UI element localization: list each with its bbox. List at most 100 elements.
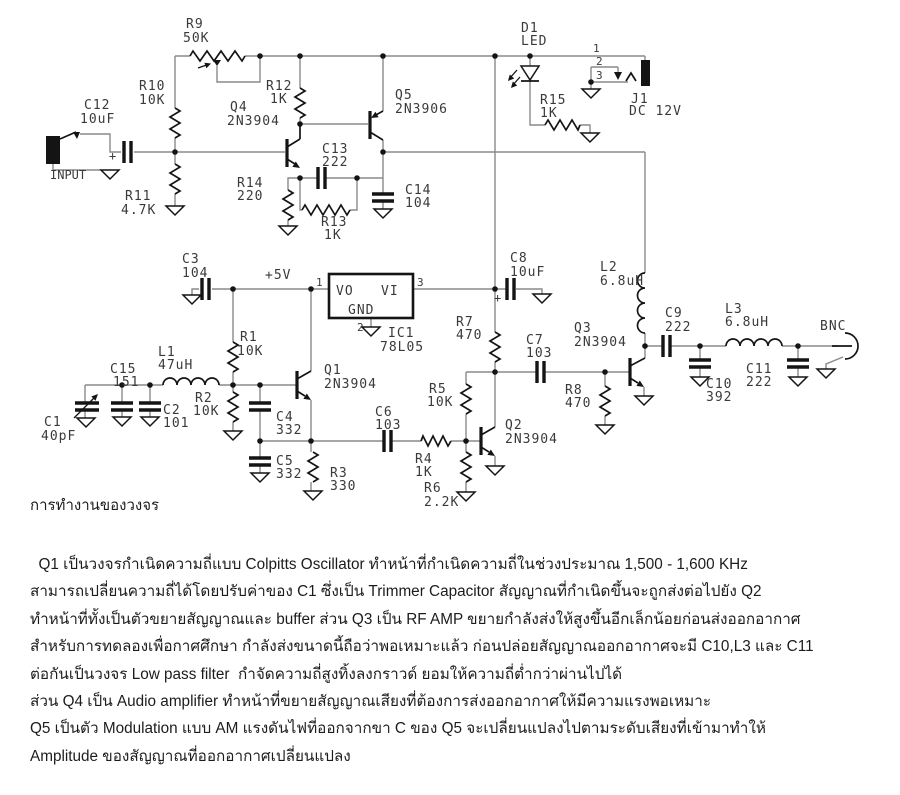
label-R4: R4 <box>415 452 433 467</box>
ic1-pin3: 3 <box>417 276 424 289</box>
description-line: ทำหน้าที่ทั้งเป็นตัวขยายสัญญาณและ buffer… <box>30 610 801 628</box>
ic1-gnd-label: GND <box>348 303 374 318</box>
ic1-value: 78L05 <box>380 340 424 355</box>
description-line: Amplitude ของสัญญาณที่ออกอากาศเปลี่ยนแปล… <box>30 747 351 765</box>
label-C8: C8 <box>510 251 528 266</box>
value-Q4: 2N3904 <box>227 114 280 129</box>
ic1-vi-label: VI <box>381 284 399 299</box>
transistor-Q3 <box>628 357 646 387</box>
value-C14: 104 <box>405 196 431 211</box>
value-C8: 10uF <box>510 265 545 280</box>
j1-pin2: 2 <box>596 55 603 68</box>
dc-jack-J1 <box>614 60 650 86</box>
transistor-Q5 <box>368 110 384 141</box>
value-L2: 6.8uH <box>600 274 644 289</box>
label-C6: C6 <box>375 405 393 420</box>
ic1-pin2: 2 <box>357 321 364 334</box>
label-R14: R14 <box>237 176 263 191</box>
supply-5v-label: +5V <box>265 268 291 283</box>
ic1-vo-label: VO <box>336 284 354 299</box>
value-C4: 332 <box>276 423 302 438</box>
value-C6: 103 <box>375 418 401 433</box>
label-R8: R8 <box>565 383 583 398</box>
value-J1: DC 12V <box>629 104 682 119</box>
label-C10: C10 <box>706 377 732 392</box>
description-line: Q1 เป็นวงจรกำเนิดความถี่แบบ Colpitts Osc… <box>30 556 748 573</box>
value-D1: LED <box>521 34 547 49</box>
resistors <box>168 87 612 483</box>
transistor-Q2 <box>479 426 496 456</box>
label-Q4: Q4 <box>230 100 248 115</box>
value-C10: 392 <box>706 390 732 405</box>
value-C1: 40pF <box>41 429 76 444</box>
label-R2: R2 <box>195 391 213 406</box>
label-R12: R12 <box>266 79 292 94</box>
misc-labels: INPUT +5V BNC IC1 78L05 1 2 3 + + <box>50 42 846 355</box>
value-R13: 1K <box>324 228 342 243</box>
label-C5: C5 <box>276 454 294 469</box>
value-L1: 47uH <box>158 358 193 373</box>
value-R15: 1K <box>540 106 558 121</box>
value-Q1: 2N3904 <box>324 377 377 392</box>
value-R10: 10K <box>139 93 165 108</box>
value-R11: 4.7K <box>121 203 156 218</box>
value-R9: 50K <box>183 31 209 46</box>
value-C7: 103 <box>526 346 552 361</box>
label-Q3: Q3 <box>574 321 592 336</box>
label-C13: C13 <box>322 142 348 157</box>
value-R8: 470 <box>565 396 591 411</box>
value-R3: 330 <box>330 479 356 494</box>
potentiometer-R9 <box>189 49 246 69</box>
label-L2: L2 <box>600 260 618 275</box>
value-C11: 222 <box>746 375 772 390</box>
value-L3: 6.8uH <box>725 315 769 330</box>
capacitors <box>73 141 809 467</box>
label-R11: R11 <box>125 189 151 204</box>
j1-pin3: 3 <box>596 69 603 82</box>
label-Q1: Q1 <box>324 363 342 378</box>
label-Q2: Q2 <box>505 418 523 433</box>
ground-symbols <box>75 88 837 503</box>
input-jack <box>46 131 80 164</box>
description-line: ต่อกันเป็นวงจร Low pass filter กำจัดความ… <box>30 665 623 683</box>
value-C9: 222 <box>665 320 691 335</box>
led-D1 <box>508 65 541 88</box>
value-C15: 151 <box>113 375 139 390</box>
transistor-Q4 <box>285 124 301 168</box>
value-Q2: 2N3904 <box>505 432 558 447</box>
ic1-regulator: VO VI GND 1 3 2 <box>316 272 424 334</box>
label-L1: L1 <box>158 345 176 360</box>
description-line: สำหรับการทดลองเพื่อกาศศึกษา กำลังส่งขนาด… <box>30 638 814 656</box>
label-C7: C7 <box>526 333 544 348</box>
label-C3: C3 <box>182 252 200 267</box>
circuit-schematic: VO VI GND 1 3 2 <box>41 17 859 510</box>
ic1-ref: IC1 <box>388 326 414 341</box>
label-R5: R5 <box>429 382 447 397</box>
label-C4: C4 <box>276 410 294 425</box>
value-C2: 101 <box>163 416 189 431</box>
label-R10: R10 <box>139 79 165 94</box>
value-R4: 1K <box>415 465 433 480</box>
input-label: INPUT <box>50 168 86 182</box>
value-R7: 470 <box>456 328 482 343</box>
label-J1: J1 <box>631 92 649 107</box>
transistor-Q1 <box>295 370 312 400</box>
inductors <box>162 272 783 386</box>
j1-pin1: 1 <box>593 42 600 55</box>
value-Q5: 2N3906 <box>395 102 448 117</box>
label-R6: R6 <box>424 481 442 496</box>
label-C9: C9 <box>665 306 683 321</box>
bnc-label: BNC <box>820 319 846 334</box>
description-line: ส่วน Q4 เป็น Audio amplifier ทำหน้าที่ขย… <box>30 693 712 711</box>
value-R1: 10K <box>237 344 263 359</box>
ic1-pin1: 1 <box>316 276 323 289</box>
trimmer-arrow <box>73 395 97 419</box>
description-heading: การทำงานของวงจร <box>30 497 160 514</box>
value-C12: 10uF <box>80 112 115 127</box>
label-L3: L3 <box>725 302 743 317</box>
value-C13: 222 <box>322 155 348 170</box>
label-C2: C2 <box>163 403 181 418</box>
label-R9: R9 <box>186 17 204 32</box>
value-R12: 1K <box>270 92 288 107</box>
